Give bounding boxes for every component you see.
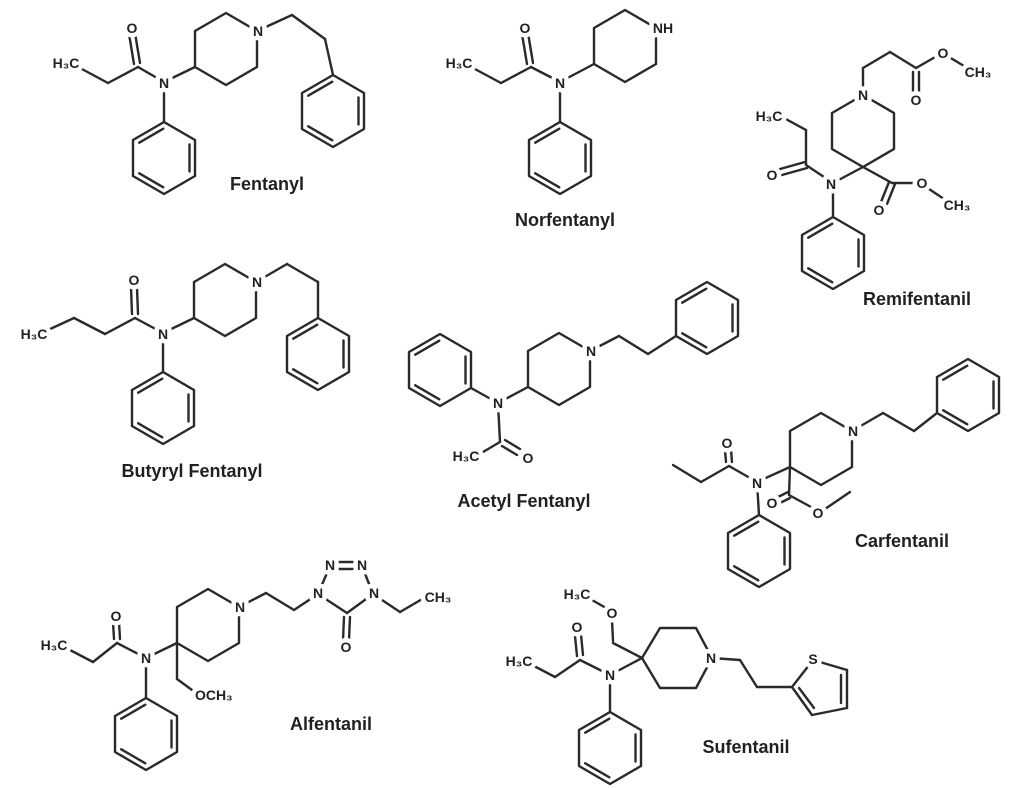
remifentanil-bonds bbox=[778, 50, 966, 219]
alfentanil-anilino-phenyl-ring bbox=[113, 696, 179, 772]
alfentanil-bonds bbox=[68, 560, 426, 700]
acetyl-phenethyl-ring bbox=[674, 280, 740, 356]
atom-label-ch3: CH₃ bbox=[944, 197, 971, 213]
atom-label-o: O bbox=[813, 505, 824, 521]
atom-label-n: N bbox=[159, 75, 169, 91]
atom-label-o: O bbox=[129, 272, 140, 288]
fentanyl-phenethyl-ring bbox=[300, 73, 366, 149]
norfentanyl-bonds bbox=[471, 8, 658, 124]
atom-label-n: N bbox=[158, 326, 168, 342]
atom-label-h3c: H₃C bbox=[53, 55, 80, 71]
molecule-name-butyryl-fentanyl: Butyryl Fentanyl bbox=[121, 461, 262, 481]
atom-label-o: O bbox=[607, 605, 618, 621]
molecule-name-remifentanil: Remifentanil bbox=[863, 289, 971, 309]
molecule-name-acetyl-fentanyl: Acetyl Fentanyl bbox=[457, 491, 590, 511]
acetyl-anilino-phenyl-ring bbox=[407, 332, 473, 408]
atom-label-n: N bbox=[555, 75, 565, 91]
atom-label-n: N bbox=[369, 585, 379, 601]
butyryl-anilino-phenyl-ring bbox=[130, 370, 196, 446]
atom-label-n: N bbox=[848, 423, 858, 439]
atom-label-och3: OCH₃ bbox=[195, 687, 233, 703]
atom-label-o: O bbox=[874, 202, 885, 218]
molecule-acetyl-fentanyl: N H₃C O N Acetyl Fentanyl bbox=[407, 280, 740, 511]
molecule-carfentanil: O N N O O Carfentanil bbox=[671, 357, 1001, 589]
fentanyl-bonds bbox=[78, 11, 335, 124]
carfentanil-anilino-phenyl-ring bbox=[726, 513, 792, 589]
remifentanil-anilino-phenyl-ring bbox=[800, 215, 866, 291]
atom-label-o: O bbox=[938, 45, 949, 61]
atom-label-n: N bbox=[586, 343, 596, 359]
atom-label-n: N bbox=[252, 274, 262, 290]
atom-label-o: O bbox=[111, 608, 122, 624]
acetyl-fentanyl-bonds bbox=[469, 331, 678, 457]
atom-label-ch3: CH₃ bbox=[425, 589, 452, 605]
atom-label-n: N bbox=[235, 599, 245, 615]
atom-label-o: O bbox=[767, 495, 778, 511]
atom-label-h3c: H₃C bbox=[506, 653, 533, 669]
sufentanil-anilino-phenyl-ring bbox=[577, 710, 643, 786]
norfentanyl-anilino-phenyl-ring bbox=[527, 120, 593, 196]
molecule-butyryl-fentanyl: H₃C O N N Butyryl Fentanyl bbox=[16, 262, 351, 481]
atom-label-n: N bbox=[357, 557, 367, 573]
butyryl-fentanyl-bonds bbox=[46, 262, 320, 374]
molecule-name-carfentanil: Carfentanil bbox=[855, 531, 949, 551]
atom-label-h3c: H₃C bbox=[756, 108, 783, 124]
atom-label-o: O bbox=[911, 92, 922, 108]
atom-label-n: N bbox=[313, 585, 323, 601]
carfentanil-bonds bbox=[671, 411, 939, 517]
atom-label-h3c: H₃C bbox=[453, 448, 480, 464]
atom-label-o: O bbox=[341, 639, 352, 655]
molecule-fentanyl: H₃C O N N Fentanyl bbox=[48, 11, 366, 196]
atom-label-o: O bbox=[722, 435, 733, 451]
atom-label-o: O bbox=[523, 450, 534, 466]
molecule-sufentanil: H₃C O H₃C O N N S Sufentanil bbox=[501, 582, 849, 786]
atom-label-nh: NH bbox=[653, 20, 673, 36]
molecule-name-norfentanyl: Norfentanyl bbox=[515, 210, 615, 230]
molecule-norfentanyl: H₃C O N NH Norfentanyl bbox=[441, 8, 678, 230]
atom-label-h3c: H₃C bbox=[446, 55, 473, 71]
atom-label-n: N bbox=[325, 557, 335, 573]
molecule-remifentanil: N O O CH₃ H₃C O N O O CH₃ Remifentanil bbox=[751, 41, 996, 310]
atom-label-n: N bbox=[706, 650, 716, 666]
atom-label-o: O bbox=[917, 175, 928, 191]
atom-label-n: N bbox=[253, 23, 263, 39]
atom-label-n: N bbox=[826, 176, 836, 192]
atom-label-o: O bbox=[572, 619, 583, 635]
atom-label-o: O bbox=[767, 167, 778, 183]
fentanyl-anilino-phenyl-ring bbox=[131, 120, 197, 196]
molecule-name-sufentanil: Sufentanil bbox=[702, 737, 789, 757]
atom-label-o: O bbox=[127, 20, 138, 36]
molecule-name-alfentanil: Alfentanil bbox=[290, 714, 372, 734]
molecule-alfentanil: H₃C O N N OCH₃ N N N N O CH₃ Alfentanil bbox=[36, 553, 456, 772]
molecule-name-fentanyl: Fentanyl bbox=[230, 174, 304, 194]
atom-label-n: N bbox=[605, 667, 615, 683]
carfentanil-phenethyl-ring bbox=[935, 357, 1001, 433]
atom-label-o: O bbox=[520, 20, 531, 36]
atom-label-h3c: H₃C bbox=[564, 586, 591, 602]
atom-label-h3c: H₃C bbox=[41, 637, 68, 653]
butyryl-phenethyl-ring bbox=[285, 316, 351, 392]
atom-label-n: N bbox=[493, 395, 503, 411]
atom-label-n: N bbox=[752, 475, 762, 491]
sufentanil-bonds bbox=[532, 598, 849, 717]
atom-label-n: N bbox=[858, 87, 868, 103]
atom-label-s: S bbox=[808, 651, 817, 667]
atom-label-ch3: CH₃ bbox=[965, 64, 992, 80]
atom-label-h3c: H₃C bbox=[21, 326, 48, 342]
atom-label-n: N bbox=[141, 650, 151, 666]
